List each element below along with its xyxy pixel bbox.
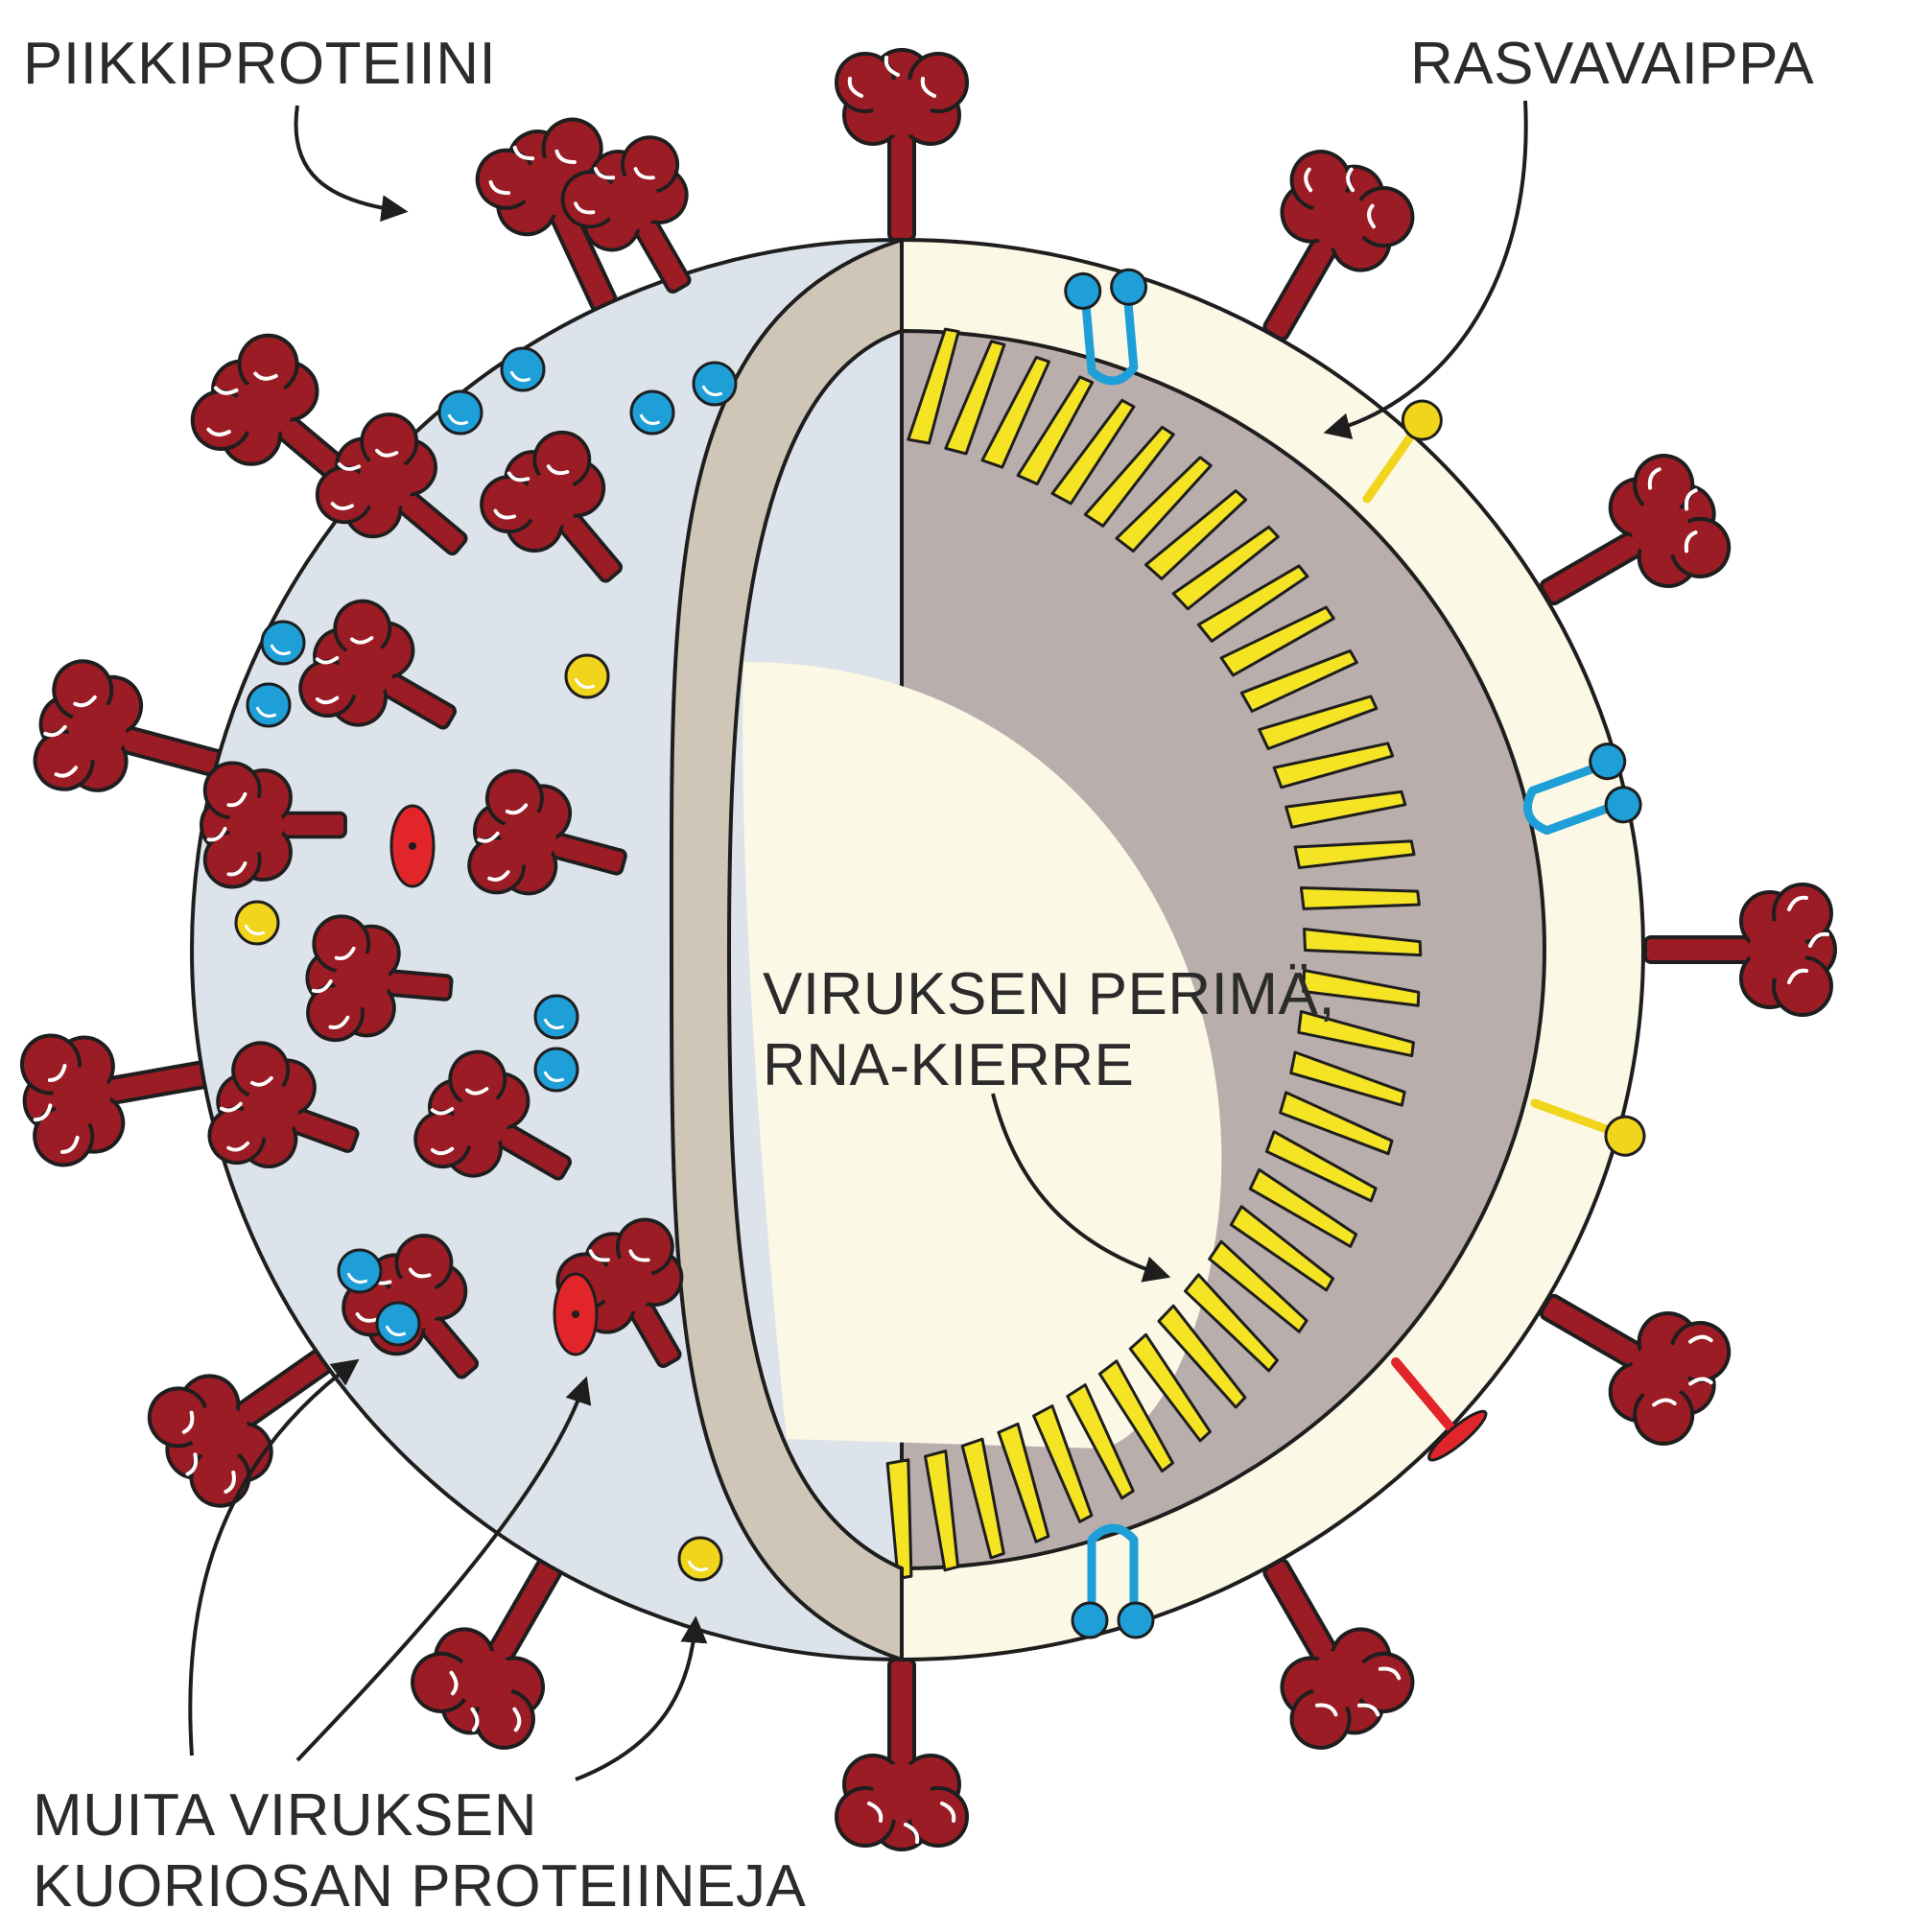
spike-protein — [1643, 883, 1837, 1017]
red-t-protein — [1391, 1357, 1488, 1462]
spike-protein — [33, 659, 229, 792]
blue-protein-dot — [500, 346, 546, 392]
yellow-membrane-protein — [1362, 399, 1443, 504]
spike-protein — [560, 135, 692, 294]
spike-protein — [835, 48, 969, 242]
spike-protein — [1262, 1558, 1415, 1750]
spike-protein — [19, 1033, 216, 1167]
label-genome: VIRUKSEN PERIMÄ, RNA-KIERRE — [763, 959, 1335, 1101]
spike-protein — [315, 412, 468, 556]
rna-coil — [1196, 564, 1309, 643]
red-envelope-protein — [553, 1272, 599, 1356]
arrow-envelope — [1323, 100, 1528, 439]
label-other-line2: KUORIOSAN PROTEIINEJA — [33, 1853, 807, 1920]
spike-protein — [467, 768, 627, 896]
blue-protein-dot — [260, 620, 306, 666]
rna-coil — [1097, 1359, 1175, 1473]
arrow-red-protein — [295, 1376, 592, 1762]
rna-coil — [944, 340, 1006, 456]
arrow-spike — [294, 105, 409, 223]
rna-coil — [907, 327, 960, 445]
rna-coil — [960, 1437, 1005, 1560]
spike-protein — [411, 1558, 563, 1750]
rna-coil — [1229, 1205, 1335, 1292]
rna-coil — [1297, 1009, 1415, 1058]
blue-protein-dot — [692, 361, 738, 407]
spike-protein — [480, 430, 624, 583]
blue-protein-dot — [533, 994, 579, 1040]
blue-protein-dot — [533, 1047, 579, 1093]
rna-coil — [1272, 742, 1395, 789]
rna-helix — [885, 327, 1423, 1581]
spike-protein — [1539, 454, 1732, 606]
spike-protein — [1262, 150, 1415, 342]
blue-membrane-protein — [1523, 742, 1642, 836]
rna-coil — [1258, 695, 1379, 750]
shell-cut-face — [669, 237, 904, 1662]
rna-coil — [1284, 789, 1407, 829]
rna-coil — [1279, 1091, 1394, 1156]
spike-protein — [207, 1041, 360, 1168]
rna-coil — [1128, 1332, 1212, 1443]
arrow-genome — [991, 1093, 1171, 1283]
rna-coil — [997, 1422, 1050, 1543]
rna-coil — [1171, 525, 1280, 611]
blue-protein-dot — [337, 1248, 383, 1294]
rna-coil — [1302, 969, 1421, 1007]
label-spike-protein: PIIKKIPROTEIINI — [23, 31, 497, 97]
label-genome-line2: RNA-KIERRE — [763, 1032, 1135, 1098]
yellow-protein-dot — [564, 653, 610, 699]
spike-protein — [835, 1658, 969, 1851]
rna-coil — [1248, 1167, 1358, 1248]
yellow-membrane-protein — [1530, 1098, 1646, 1157]
rna-coil — [1299, 886, 1421, 910]
red-envelope-protein — [389, 804, 436, 888]
rna-coil — [1115, 456, 1213, 554]
label-other-proteins: MUITA VIRUKSEN KUORIOSAN PROTEIINEJA — [33, 1780, 806, 1922]
rna-coil — [1208, 1239, 1308, 1333]
label-genome-line1: VIRUKSEN PERIMÄ, — [763, 961, 1336, 1027]
rna-coil — [1066, 1383, 1135, 1500]
spike-protein — [413, 1049, 572, 1181]
arrow-blue-proteins — [188, 1358, 360, 1756]
rna-coil — [1289, 1050, 1406, 1107]
blue-protein-dot — [629, 389, 675, 436]
label-other-line1: MUITA VIRUKSEN — [33, 1782, 538, 1849]
spike-protein — [305, 914, 454, 1043]
rna-coil — [1016, 375, 1095, 485]
yellow-protein-dot — [677, 1536, 723, 1582]
rna-coil — [1083, 425, 1175, 528]
spike-protein — [298, 599, 457, 730]
spike-protein — [1539, 1293, 1732, 1446]
virus-core — [742, 662, 1222, 1449]
rna-coil — [980, 355, 1051, 469]
rna-coil — [924, 1449, 960, 1572]
rna-coil — [1303, 927, 1423, 957]
rna-coil — [1032, 1404, 1094, 1523]
blue-membrane-protein — [1064, 268, 1148, 386]
label-lipid-envelope: RASVAVAIPPA — [1410, 31, 1815, 97]
rna-coil — [1264, 1130, 1378, 1203]
blue-protein-dot — [437, 389, 483, 436]
rna-coil — [1239, 648, 1358, 713]
rna-coil — [1293, 839, 1416, 870]
yellow-protein-dot — [234, 900, 280, 946]
arrow-yellow-protein — [575, 1615, 708, 1781]
spike-protein — [199, 761, 347, 889]
rna-coil — [1144, 489, 1248, 580]
rna-coil — [1050, 398, 1136, 506]
rna-coil — [1219, 605, 1335, 677]
blue-protein-dot — [246, 682, 292, 728]
spike-protein — [190, 333, 373, 503]
blue-membrane-protein — [1071, 1523, 1155, 1639]
blue-protein-dot — [375, 1301, 421, 1347]
rna-coil — [1157, 1304, 1247, 1409]
rna-coil — [1184, 1273, 1280, 1373]
spike-protein — [147, 1347, 336, 1508]
